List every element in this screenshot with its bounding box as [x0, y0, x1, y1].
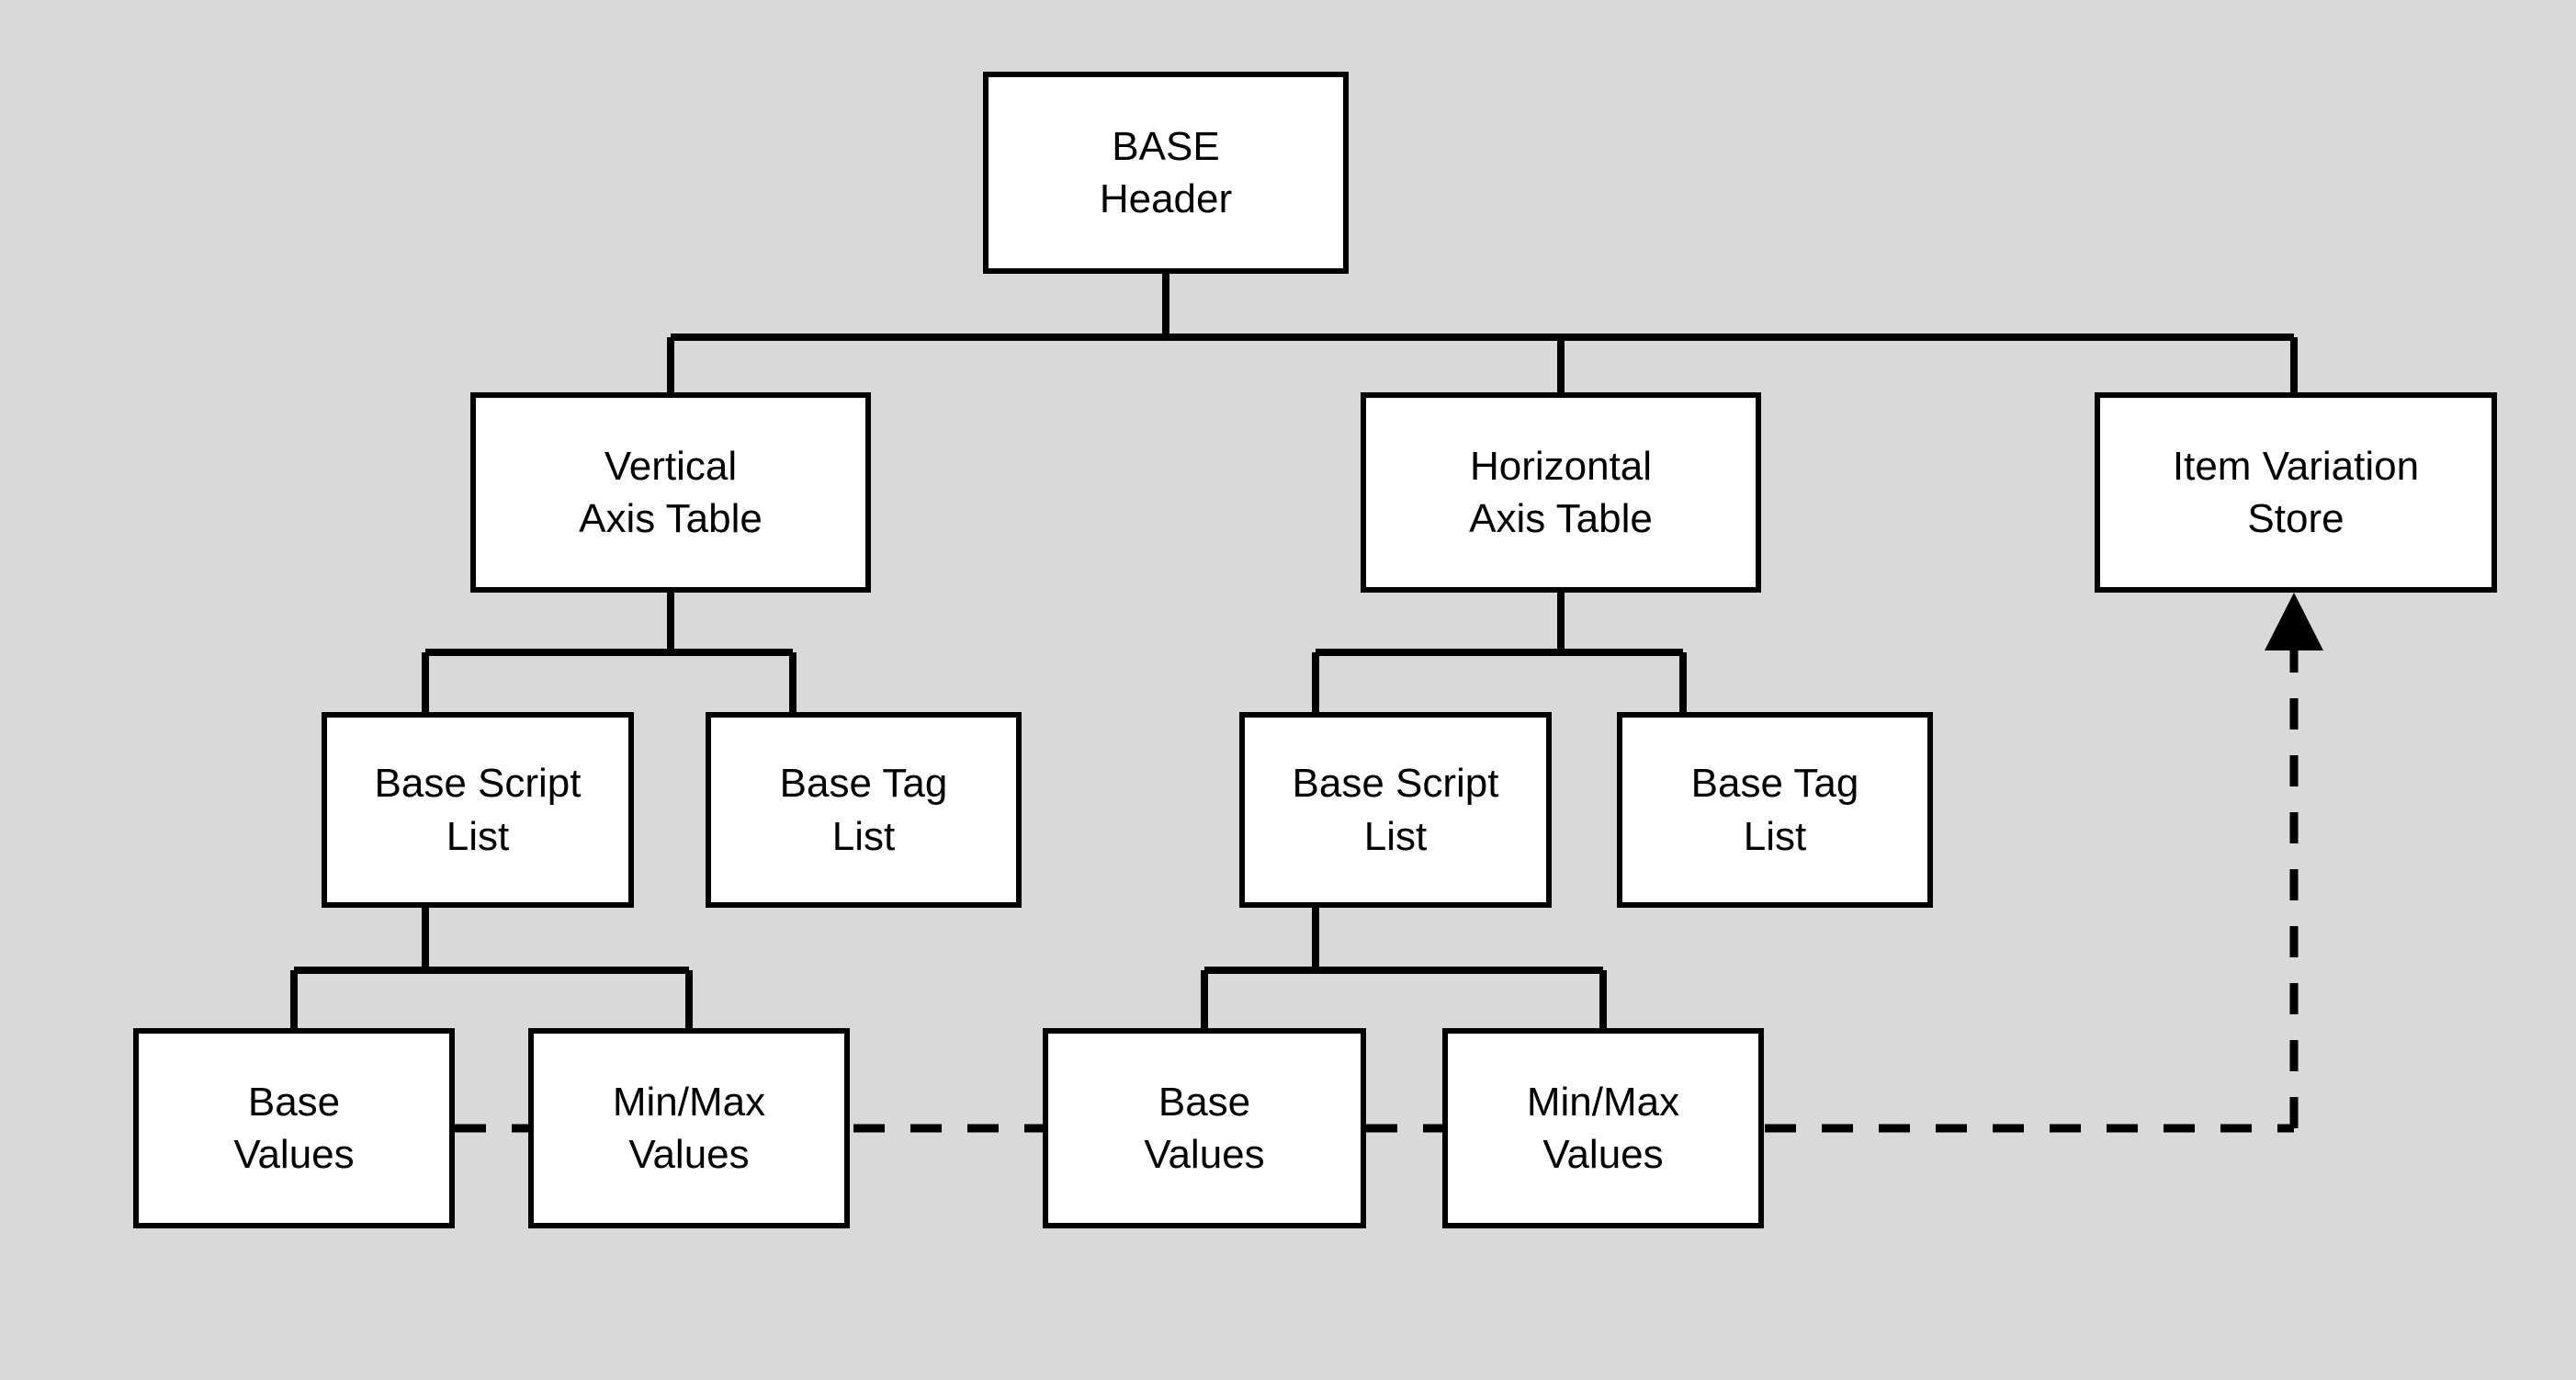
node-v-base-script-list[interactable]: Base Script List	[322, 712, 634, 908]
node-horizontal-axis-table-line1: Horizontal	[1469, 443, 1653, 489]
node-base-header-line1: BASE	[1112, 123, 1220, 169]
node-h-base-values[interactable]: Base Values	[1043, 1028, 1366, 1228]
node-v-minmax-values-line1: Min/Max	[612, 1079, 766, 1125]
node-v-base-script-list-line2: List	[446, 813, 510, 859]
node-item-variation-store-line1: Item Variation	[2172, 443, 2420, 489]
node-h-base-values-line2: Values	[1144, 1132, 1265, 1177]
node-vertical-axis-table[interactable]: Vertical Axis Table	[470, 392, 871, 593]
node-v-base-tag-list-line2: List	[831, 813, 896, 859]
node-h-base-script-list-line2: List	[1363, 813, 1428, 859]
node-h-base-tag-list-line2: List	[1743, 813, 1807, 859]
node-v-base-values[interactable]: Base Values	[133, 1028, 455, 1228]
node-h-minmax-values[interactable]: Min/Max Values	[1442, 1028, 1764, 1228]
node-horizontal-axis-table[interactable]: Horizontal Axis Table	[1361, 392, 1761, 593]
node-h-minmax-values-line1: Min/Max	[1526, 1079, 1680, 1125]
node-v-base-values-line2: Values	[233, 1132, 355, 1177]
node-vertical-axis-table-line1: Vertical	[604, 443, 738, 489]
node-item-variation-store[interactable]: Item Variation Store	[2095, 392, 2497, 593]
node-h-base-script-list-line1: Base Script	[1292, 761, 1499, 807]
node-h-minmax-values-line2: Values	[1542, 1132, 1664, 1177]
node-h-base-values-line1: Base	[1158, 1079, 1251, 1125]
node-v-minmax-values-line2: Values	[628, 1132, 750, 1177]
node-v-base-script-list-line1: Base Script	[374, 761, 582, 807]
node-item-variation-store-line2: Store	[2247, 496, 2344, 541]
node-horizontal-axis-table-line2: Axis Table	[1469, 496, 1653, 541]
node-base-header-line2: Header	[1099, 176, 1233, 221]
node-v-base-tag-list[interactable]: Base Tag List	[706, 712, 1022, 908]
arrowhead-icon	[2265, 593, 2323, 650]
node-h-base-tag-list[interactable]: Base Tag List	[1617, 712, 1933, 908]
node-v-base-values-line1: Base	[247, 1079, 341, 1125]
node-base-header[interactable]: BASE Header	[983, 72, 1349, 274]
node-vertical-axis-table-line2: Axis Table	[579, 496, 763, 541]
node-v-minmax-values[interactable]: Min/Max Values	[528, 1028, 850, 1228]
node-v-base-tag-list-line1: Base Tag	[779, 761, 948, 807]
node-h-base-script-list[interactable]: Base Script List	[1239, 712, 1552, 908]
node-h-base-tag-list-line1: Base Tag	[1690, 761, 1859, 807]
